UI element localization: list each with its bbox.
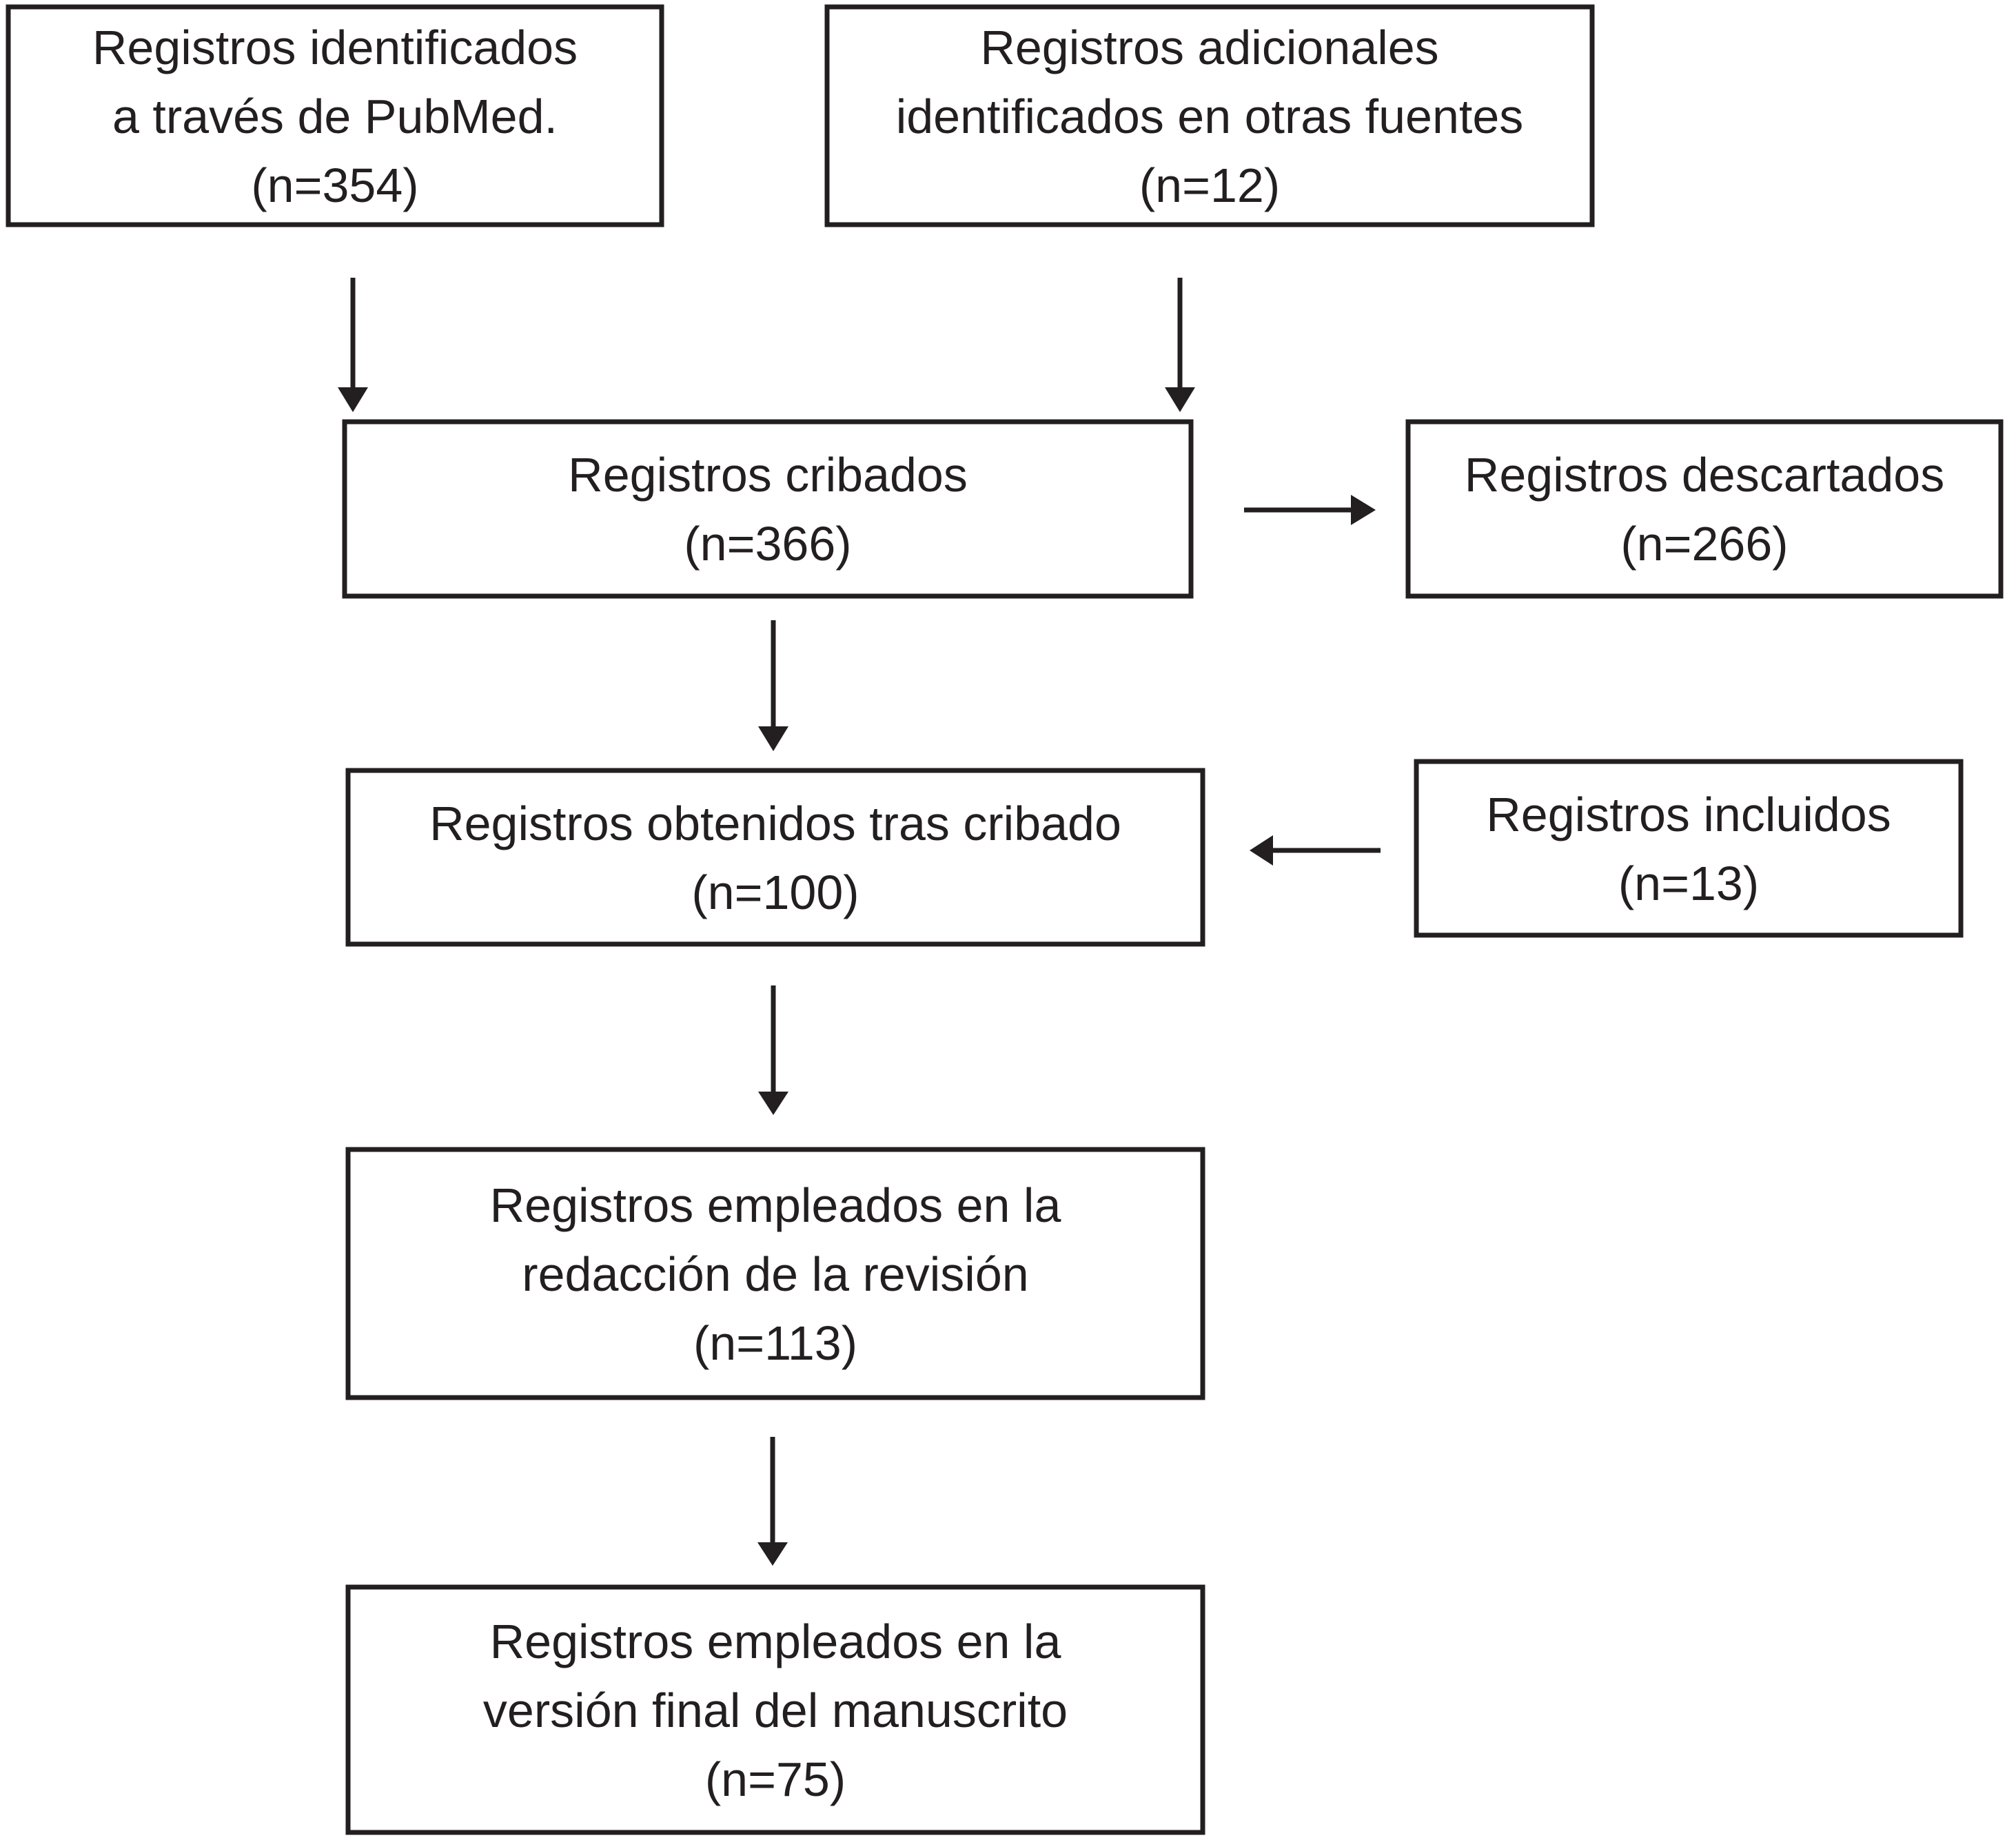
arrow-head	[338, 387, 368, 412]
box-final-manuscript-count: (n=75)	[705, 1752, 846, 1806]
box-additional-sources-count: (n=12)	[1139, 159, 1280, 212]
box-discarded	[1405, 419, 2004, 599]
arrow-review-draft-to-final	[757, 1437, 788, 1566]
arrow-included-to-retrieved	[1250, 835, 1381, 866]
box-included-line-1: Registros incluidos	[1486, 788, 1891, 841]
box-final-manuscript	[345, 1584, 1205, 1835]
box-discarded-count: (n=266)	[1620, 517, 1788, 571]
box-screened-count: (n=366)	[684, 517, 851, 571]
box-retrieved-after-screening-line-1: Registros obtenidos tras cribado	[429, 797, 1121, 850]
box-identified-pubmed-line-2: a través de PubMed.	[112, 90, 558, 143]
arrow-head	[757, 1542, 788, 1566]
box-identified-pubmed	[6, 4, 664, 227]
box-review-draft-line-2: redacción de la revisión	[522, 1247, 1028, 1301]
box-additional-sources-line-1: Registros adicionales	[980, 21, 1438, 74]
arrow-head	[1351, 495, 1376, 525]
box-screened	[342, 419, 1194, 599]
box-review-draft-line-1: Registros empleados en la	[490, 1178, 1061, 1232]
arrow-screened-to-discarded	[1244, 495, 1376, 525]
box-retrieved-after-screening-count: (n=100)	[691, 866, 859, 919]
box-retrieved-after-screening	[345, 768, 1205, 947]
arrow-head	[758, 1092, 788, 1115]
box-final-manuscript-line-1: Registros empleados en la	[490, 1615, 1061, 1668]
arrow-identified-to-screened	[338, 278, 368, 412]
arrow-retrieved-to-review-draft	[758, 985, 788, 1115]
box-identified-pubmed-count: (n=354)	[251, 159, 418, 212]
box-additional-sources-line-2: identificados en otras fuentes	[896, 90, 1524, 143]
box-review-draft-count: (n=113)	[693, 1316, 857, 1370]
box-included	[1414, 759, 1964, 938]
box-final-manuscript-line-2: versión final del manuscrito	[483, 1684, 1068, 1737]
arrow-additional-to-screened	[1165, 278, 1195, 412]
box-screened-line-1: Registros cribados	[568, 448, 968, 502]
box-additional-sources	[824, 4, 1595, 227]
arrow-screened-to-retrieved	[758, 620, 788, 751]
box-discarded-line-1: Registros descartados	[1465, 448, 1944, 502]
arrow-head	[1250, 835, 1273, 866]
arrow-head	[1165, 387, 1195, 412]
box-included-count: (n=13)	[1618, 857, 1759, 910]
box-review-draft	[345, 1147, 1205, 1400]
box-identified-pubmed-line-1: Registros identificados	[92, 21, 578, 74]
arrow-head	[758, 726, 788, 751]
